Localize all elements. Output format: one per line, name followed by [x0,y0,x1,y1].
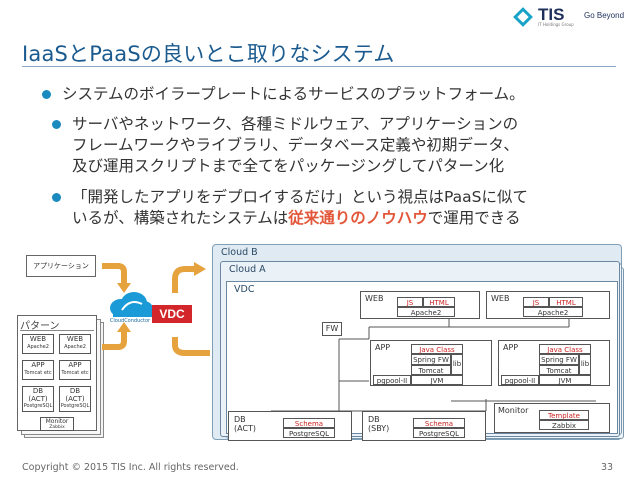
app-1-pgpool: pgpool-II [373,375,411,385]
company-logo: TIS IT Holdings Group Go Beyond [512,5,625,28]
web-1-html: HTML [423,297,455,307]
app-1-lib: lib [451,354,463,375]
web-server-1: WEB JS HTML Apache2 [360,291,480,319]
app-2-java-class: Java Class [539,344,591,354]
copyright: Copyright © 2015 TIS Inc. All rights res… [22,462,239,473]
page-number: 33 [601,462,614,473]
arrow-head-icon [194,262,206,276]
bullet-dot-icon [42,90,51,99]
app-2-pgpool: pgpool-II [501,375,539,385]
db-sby-postgresql: PostgreSQL [413,428,465,438]
bullet-3-line-1: 「開発したアプリをデプロイするだけ」という視点はPaaSに似て [72,188,528,206]
app-1-spring: Spring FW [411,354,451,365]
web-server-2: WEB JS HTML Apache2 [486,291,610,319]
pattern-app-2: APP Tomcat etc [59,360,91,380]
bullet-dot-icon [52,120,61,129]
web-2-apache: Apache2 [523,307,583,317]
cloud-conductor: CloudConductor [104,292,156,326]
vdc-label: VDC [234,284,255,295]
app-2-spring: Spring FW [539,354,579,365]
web-1-js: JS [397,297,423,307]
arrow-pattern-to-conductor [102,330,127,350]
monitor-template: Template [539,410,589,420]
app-server-2: APP Java Class Spring FW lib Tomcat pgpo… [498,340,610,386]
pattern-document: パターン WEB Apache2 WEB Apache2 APP Tomcat … [17,315,97,431]
cloud-icon [110,292,153,317]
cloud-conductor-label: CloudConductor [109,318,151,324]
slide-title: IaaSとPaaSの良いとこ取りなシステム [22,42,395,66]
title-divider [22,66,616,67]
application-box: アプリケーション [26,255,96,277]
app-server-1: APP Java Class Spring FW lib Tomcat pgpo… [370,340,492,386]
pattern-label: パターン [20,321,60,332]
logo-subtext: IT Holdings Group [538,22,574,27]
db-act-server: DB (ACT) Schema PostgreSQL [228,411,352,441]
web-1-apache: Apache2 [397,307,455,317]
db-sby-schema: Schema [413,418,465,428]
monitor-zabbix: Zabbix [539,420,589,430]
pattern-web-2: WEB Apache2 [59,334,91,354]
arrows-diagram [102,262,210,356]
arrow-app-to-conductor [102,263,127,285]
bullet-3: 「開発したアプリをデプロイするだけ」という視点はPaaSに似て いるが、構築され… [52,187,528,229]
bullet-2-line-1: サーバやネットワーク、各種ミドルウェア、アプリケーションの [72,115,519,133]
pattern-monitor: Monitor Zabbix [40,417,74,431]
db-sby-server: DB (SBY) Schema PostgreSQL [362,411,486,441]
logo-text: TIS [538,5,565,24]
bullet-2: サーバやネットワーク、各種ミドルウェア、アプリケーションの フレームワークやライ… [52,114,519,177]
db-sby-label: DB (SBY) [368,415,390,433]
app-1-jvm: JVM [411,375,463,385]
logo-tagline: Go Beyond [584,11,625,20]
pattern-db-2: DB (ACT) PostgreSQL [59,386,91,412]
bullet-dot-icon [52,193,61,202]
app-2-lib: lib [579,354,591,375]
bullet-1: システムのボイラープレートによるサービスのプラットフォーム。 [42,84,525,105]
bullet-1-text: システムのボイラープレートによるサービスのプラットフォーム。 [62,85,525,103]
db-act-schema: Schema [283,418,335,428]
pattern-web-1: WEB Apache2 [22,334,54,354]
cloud-a-label: Cloud A [229,264,266,275]
arrow-to-cloud-a [172,337,210,356]
firewall-box: FW [322,322,342,336]
db-act-label: DB (ACT) [234,415,257,433]
monitor-server: Monitor Template Zabbix [494,403,610,433]
app-2-tomcat: Tomcat [539,365,579,375]
tis-logo-icon [513,7,533,27]
bullet-2-line-3: 及び運用スクリプトまで全てをパッケージングしてパターン化 [72,157,505,175]
cloud-b-label: Cloud B [221,247,258,258]
app-1-tomcat: Tomcat [411,365,451,375]
arrow-head-icon [117,283,131,293]
vdc-badge: VDC [152,305,192,323]
pattern-db-1: DB (ACT) PostgreSQL [22,386,54,412]
app-1-java-class: Java Class [411,344,463,354]
bullet-3-line-2: いるが、構築されたシステムは従来通りのノウハウで運用できる [72,209,521,227]
web-2-html: HTML [549,297,583,307]
app-2-jvm: JVM [539,375,591,385]
db-act-postgresql: PostgreSQL [283,428,335,438]
pattern-app-1: APP Tomcat etc [22,360,54,380]
highlight-text: 従来通りのノウハウ [288,209,428,227]
web-2-js: JS [523,297,549,307]
arrow-head-icon [117,322,131,332]
arrow-to-cloud-b [172,266,196,293]
bullet-2-line-2: フレームワークやライブラリ、データベース定義や初期データ、 [72,136,519,154]
